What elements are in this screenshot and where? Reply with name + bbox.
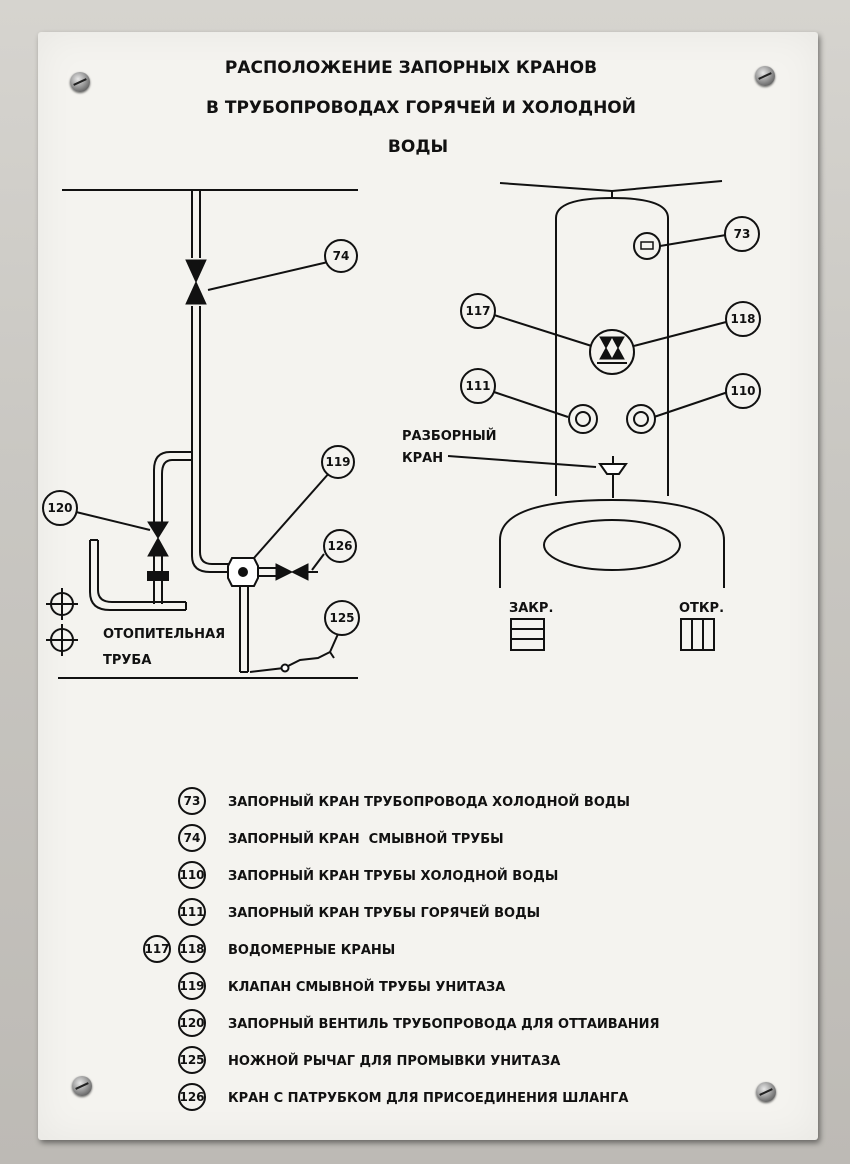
title-line-2: В ТРУБОПРОВОДАХ ГОРЯЧЕЙ И ХОЛОДНОЙ [206, 96, 636, 118]
legend-badge-circle [178, 972, 206, 1000]
legend-number: 126 [179, 1090, 204, 1104]
legend-number: 73 [184, 794, 201, 808]
legend-row: 125 НОЖНОЙ РЫЧАГ ДЛЯ ПРОМЫВКИ УНИТАЗА [178, 1046, 560, 1074]
screw-icon [756, 1082, 776, 1102]
legend-text: КЛАПАН СМЫВНОЙ ТРУБЫ УНИТАЗА [228, 979, 505, 995]
title-line-1: РАСПОЛОЖЕНИЕ ЗАПОРНЫХ КРАНОВ [225, 58, 597, 78]
legend-text: КРАН С ПАТРУБКОМ ДЛЯ ПРИСОЕДИНЕНИЯ ШЛАНГ… [228, 1091, 628, 1106]
heating-pipe-label-2: ТРУБА [103, 653, 151, 668]
tap-label-1: РАЗБОРНЫЙ [402, 428, 497, 444]
legend-text: ЗАПОРНЫЙ КРАН ТРУБЫ ГОРЯЧЕЙ ВОДЫ [228, 905, 540, 921]
legend-text: ЗАПОРНЫЙ КРАН ТРУБЫ ХОЛОДНОЙ ВОДЫ [228, 868, 558, 884]
screw-icon [70, 72, 90, 92]
legend-badge-circle [178, 1009, 206, 1037]
legend-row: 126 КРАН С ПАТРУБКОМ ДЛЯ ПРИСОЕДИНЕНИЯ ШЛ… [178, 1083, 628, 1111]
legend-text: ЗАПОРНЫЙ ВЕНТИЛЬ ТРУБОПРОВОДА ДЛЯ ОТТАИВ… [228, 1016, 660, 1032]
screw-icon [72, 1076, 92, 1096]
legend-number: 74 [184, 831, 201, 845]
legend-text: ЗАПОРНЫЙ КРАН ТРУБОПРОВОДА ХОЛОДНОЙ ВОДЫ [228, 794, 630, 810]
boiler-diagram [447, 180, 731, 588]
legend-text: ВОДОМЕРНЫЕ КРАНЫ [228, 943, 395, 958]
legend-badge-circle [178, 935, 206, 963]
screw-icon [755, 66, 775, 86]
legend-row: 73 ЗАПОРНЫЙ КРАН ТРУБОПРОВОДА ХОЛОДНОЙ ВО… [178, 787, 630, 815]
legend-badge-circle [178, 898, 206, 926]
legend-number: 125 [179, 1053, 204, 1067]
legend-number: 117 [144, 942, 169, 956]
legend-row: 110 ЗАПОРНЫЙ КРАН ТРУБЫ ХОЛОДНОЙ ВОДЫ [178, 861, 558, 889]
legend-row: 119 КЛАПАН СМЫВНОЙ ТРУБЫ УНИТАЗА [178, 972, 505, 1000]
legend: 73 ЗАПОРНЫЙ КРАН ТРУБОПРОВОДА ХОЛОДНОЙ ВО… [143, 787, 660, 1111]
legend-text: ЗАПОРНЫЙ КРАН СМЫВНОЙ ТРУБЫ [228, 831, 504, 847]
callout-111: 111 [465, 379, 490, 393]
legend-badge-circle [178, 787, 206, 815]
closed-label: ЗАКР. [509, 601, 553, 616]
tap-label-2: КРАН [402, 451, 443, 466]
legend-badge-circle [143, 935, 171, 963]
callout-110: 110 [730, 384, 755, 398]
legend-row: 111 ЗАПОРНЫЙ КРАН ТРУБЫ ГОРЯЧЕЙ ВОДЫ [178, 898, 540, 926]
right-callouts [460, 216, 761, 409]
boiler-controls [568, 232, 661, 434]
legend-number: 119 [179, 979, 204, 993]
legend-badge-circle [178, 824, 206, 852]
callout-74: 74 [333, 249, 350, 263]
heating-pipe-label-1: ОТОПИТЕЛЬНАЯ [103, 627, 225, 642]
pipe-schematic [46, 189, 358, 679]
legend-badge-circle [178, 861, 206, 889]
closed-indicator-icon [510, 618, 545, 651]
legend-number: 120 [179, 1016, 204, 1030]
callout-119: 119 [325, 455, 350, 469]
legend-text: НОЖНОЙ РЫЧАГ ДЛЯ ПРОМЫВКИ УНИТАЗА [228, 1053, 560, 1069]
open-label: ОТКР. [679, 601, 724, 616]
legend-row: 117 118 ВОДОМЕРНЫЕ КРАНЫ [143, 935, 395, 963]
legend-number: 111 [179, 905, 204, 919]
legend-number: 110 [179, 868, 204, 882]
callout-118: 118 [730, 312, 755, 326]
left-callouts [42, 239, 360, 636]
legend-row: 74 ЗАПОРНЫЙ КРАН СМЫВНОЙ ТРУБЫ [178, 824, 504, 852]
open-indicator-icon [680, 618, 715, 651]
legend-badge-circle [178, 1083, 206, 1111]
legend-row: 120 ЗАПОРНЫЙ ВЕНТИЛЬ ТРУБОПРОВОДА ДЛЯ ОТТ… [178, 1009, 660, 1037]
callout-73: 73 [734, 227, 751, 241]
legend-badge-circle [178, 1046, 206, 1074]
callout-126: 126 [327, 539, 352, 553]
legend-number: 118 [179, 942, 204, 956]
callout-117: 117 [465, 304, 490, 318]
title-line-3: ВОДЫ [388, 137, 448, 157]
callout-120: 120 [47, 501, 72, 515]
callout-125: 125 [329, 611, 354, 625]
